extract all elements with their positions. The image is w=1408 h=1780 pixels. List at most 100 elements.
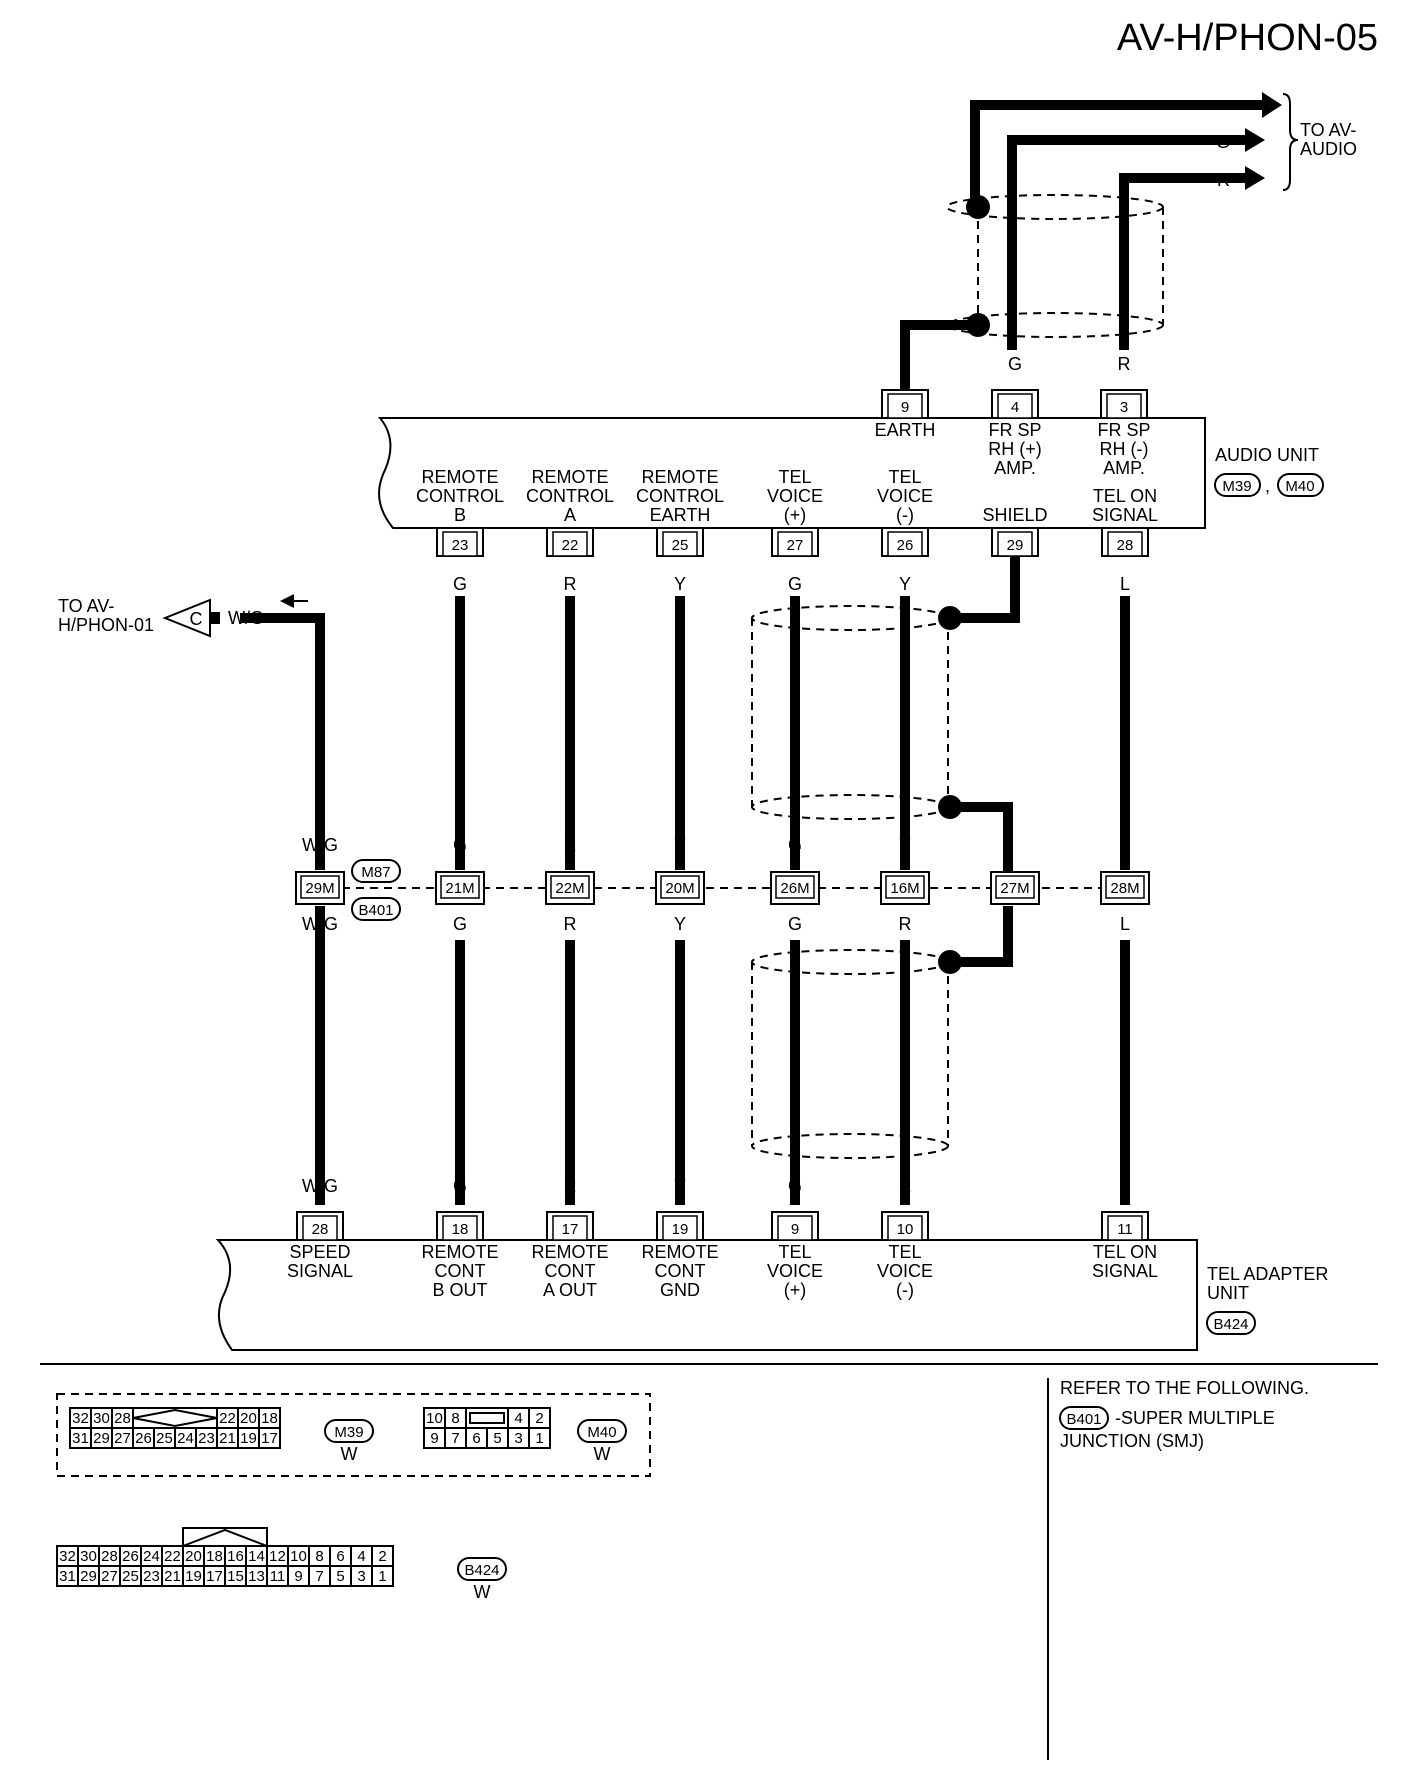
m39-pin-29: 29 xyxy=(93,1430,110,1447)
audio-top-wire-color-3: R xyxy=(1118,354,1131,374)
b424-pin-4: 4 xyxy=(357,1548,365,1565)
m39-color: W xyxy=(341,1444,358,1464)
shield-cylinder-low-lower xyxy=(751,1133,949,1159)
junction-pin-22M-number: 22M xyxy=(555,880,584,897)
b424-pin-5: 5 xyxy=(336,1568,344,1585)
audio-bottom-wire-color-27: G xyxy=(788,574,802,594)
m40-pin-9: 9 xyxy=(430,1430,438,1447)
b424-pin-1: 1 xyxy=(378,1568,386,1585)
junction-lower-color-22M: R xyxy=(564,914,577,934)
b424-pin-25: 25 xyxy=(122,1568,139,1585)
connector-comma: , xyxy=(1265,476,1270,496)
m39-id: M39 xyxy=(334,1424,363,1441)
shield-cylinder-mid-lower xyxy=(751,794,949,820)
adapter-pin-11-number: 11 xyxy=(1117,1221,1133,1238)
b424-pin-32: 32 xyxy=(59,1548,76,1565)
connector-tag-b401 xyxy=(351,897,401,921)
adapter-pin-28-inner xyxy=(302,1215,338,1241)
junction-pin-22M-inner xyxy=(550,875,590,899)
adapter-pin-11-inner xyxy=(1107,1215,1143,1241)
refer-heading: REFER TO THE FOLLOWING. xyxy=(1060,1378,1309,1398)
b424-pin-17: 17 xyxy=(206,1568,223,1585)
junction-connectors: M87 B401 xyxy=(351,859,401,921)
to-av-audio-label: TO AV-AUDIO xyxy=(1300,120,1357,159)
b424-pin-16: 16 xyxy=(227,1548,244,1565)
m39-tag xyxy=(324,1419,374,1443)
shield-wire-to-27m xyxy=(950,802,1013,872)
junction-pin-20M-number: 20M xyxy=(665,880,694,897)
audio-bottom-pin-29-inner xyxy=(997,531,1033,557)
b424-pin-7: 7 xyxy=(315,1568,323,1585)
wg-wire-color-label: W/G xyxy=(228,608,264,628)
b424-pin-15: 15 xyxy=(227,1568,244,1585)
junction-pin-16M-number: 16M xyxy=(890,880,919,897)
arrow-head-g xyxy=(1245,128,1265,152)
audio-top-wire-color-4: G xyxy=(1008,354,1022,374)
audio-bottom-wire-color-22: R xyxy=(564,574,577,594)
junction-pin-28M-number: 28M xyxy=(1110,880,1139,897)
b424-color: W xyxy=(474,1582,491,1602)
adapter-pin-19-inner xyxy=(662,1215,698,1241)
earth-wire xyxy=(900,320,978,395)
junction-lower-color-21M: G xyxy=(453,914,467,934)
m40-pin-1: 1 xyxy=(535,1430,543,1447)
audio-bottom-pin-28-number: 28 xyxy=(1117,537,1134,554)
audio-bottom-pin-25-number: 25 xyxy=(672,537,689,554)
audio-bottom-pin-29-number: 29 xyxy=(1007,537,1024,554)
junction-upper-color-28M: L xyxy=(1120,835,1130,855)
audio-top-pin-3-number: 3 xyxy=(1120,399,1128,416)
audio-bottom-wire-color-25: Y xyxy=(674,574,686,594)
m39-pin-28: 28 xyxy=(114,1410,131,1427)
b424-pin-24: 24 xyxy=(143,1548,160,1565)
m39-pin-26: 26 xyxy=(135,1430,152,1447)
audio-unit-label-group: AUDIO UNIT M39 , M40 xyxy=(1214,445,1324,497)
junction-pin-29M-inner xyxy=(300,875,340,899)
shield-wire-from-27m xyxy=(950,906,1013,967)
b424-pin-3: 3 xyxy=(357,1568,365,1585)
m39-key-icon xyxy=(132,1408,218,1428)
g-wire-color-label: G xyxy=(1216,132,1230,152)
junction-lower-color-29M: W/G xyxy=(302,914,338,934)
audio-bottom-pin-name-29: SHIELD xyxy=(982,505,1047,525)
audio-bottom-pin-22-number: 22 xyxy=(562,537,579,554)
m39-pin-18: 18 xyxy=(261,1410,278,1427)
m39-pin-25: 25 xyxy=(156,1430,173,1447)
m40-pin-10: 10 xyxy=(426,1410,443,1427)
audio-bottom-pin-26-number: 26 xyxy=(897,537,914,554)
adapter-pin-10-inner xyxy=(887,1215,923,1241)
tel-adapter-box xyxy=(215,1239,1198,1351)
audio-unit-box xyxy=(377,417,1206,529)
b424-key-icon xyxy=(182,1527,268,1546)
page-title: AV-H/PHON-05 xyxy=(1117,17,1378,59)
m40-pin-8: 8 xyxy=(451,1410,459,1427)
m40-color: W xyxy=(594,1444,611,1464)
junction-pin-20M-inner xyxy=(660,875,700,899)
junction-upper-color-26M: G xyxy=(788,835,802,855)
m39-pin-19: 19 xyxy=(240,1430,257,1447)
b424-pin-2: 2 xyxy=(378,1548,386,1565)
r-wire-top xyxy=(1119,173,1245,350)
b424-pin-29: 29 xyxy=(80,1568,97,1585)
m39-pin-21: 21 xyxy=(219,1430,236,1447)
b424-pin-11: 11 xyxy=(270,1568,286,1585)
adapter-pin-10-number: 10 xyxy=(897,1221,914,1238)
audio-top-pin-name-9: EARTH xyxy=(875,420,936,440)
b424-pin-18: 18 xyxy=(206,1548,223,1565)
m39-pin-17: 17 xyxy=(261,1430,278,1447)
audio-top-pin-4-number: 4 xyxy=(1011,399,1019,416)
junction-upper-color-21M: G xyxy=(453,835,467,855)
m39-pin-30: 30 xyxy=(93,1410,110,1427)
shield-wire-29 xyxy=(950,556,1020,623)
